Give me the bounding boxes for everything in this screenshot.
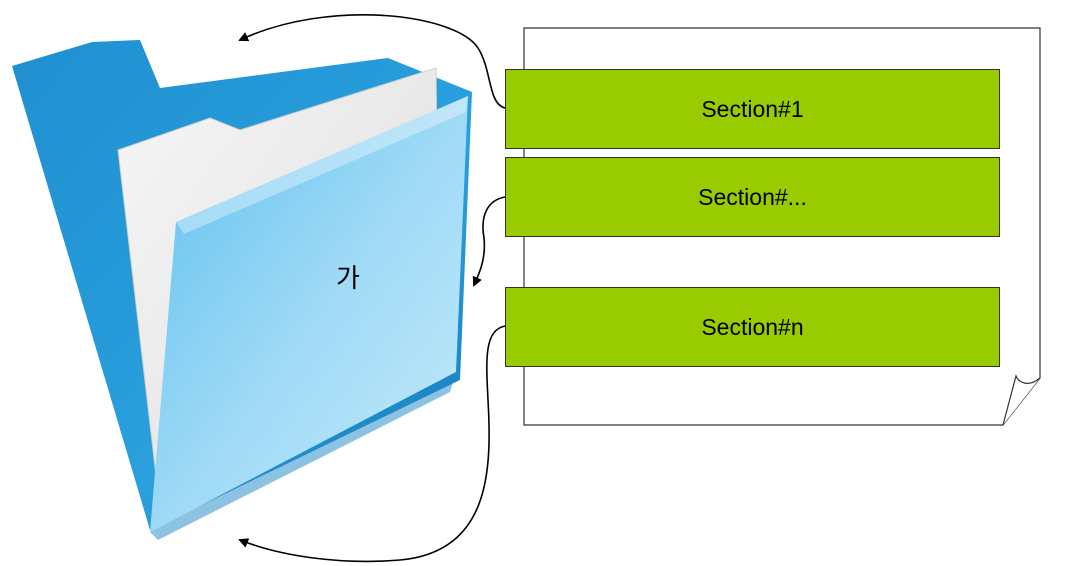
section-box-n: Section#n (505, 287, 1000, 367)
connector-arrows (238, 14, 506, 563)
section-label: Section#n (701, 313, 804, 340)
section-box-1: Section#1 (505, 69, 1000, 149)
arrow-sectionn-to-folder-bottom (238, 325, 506, 563)
section-label: Section#... (698, 183, 807, 210)
section-label: Section#1 (701, 95, 804, 122)
folder-front-panel (150, 96, 468, 532)
page-curl (1002, 373, 1041, 426)
arrow-section1-to-folder-top (238, 14, 506, 109)
folder-icon (12, 40, 472, 540)
arrow-section-ellipsis-to-folder (472, 196, 506, 287)
folder-label: 가 (336, 264, 360, 294)
section-box-ellipsis: Section#... (505, 157, 1000, 237)
